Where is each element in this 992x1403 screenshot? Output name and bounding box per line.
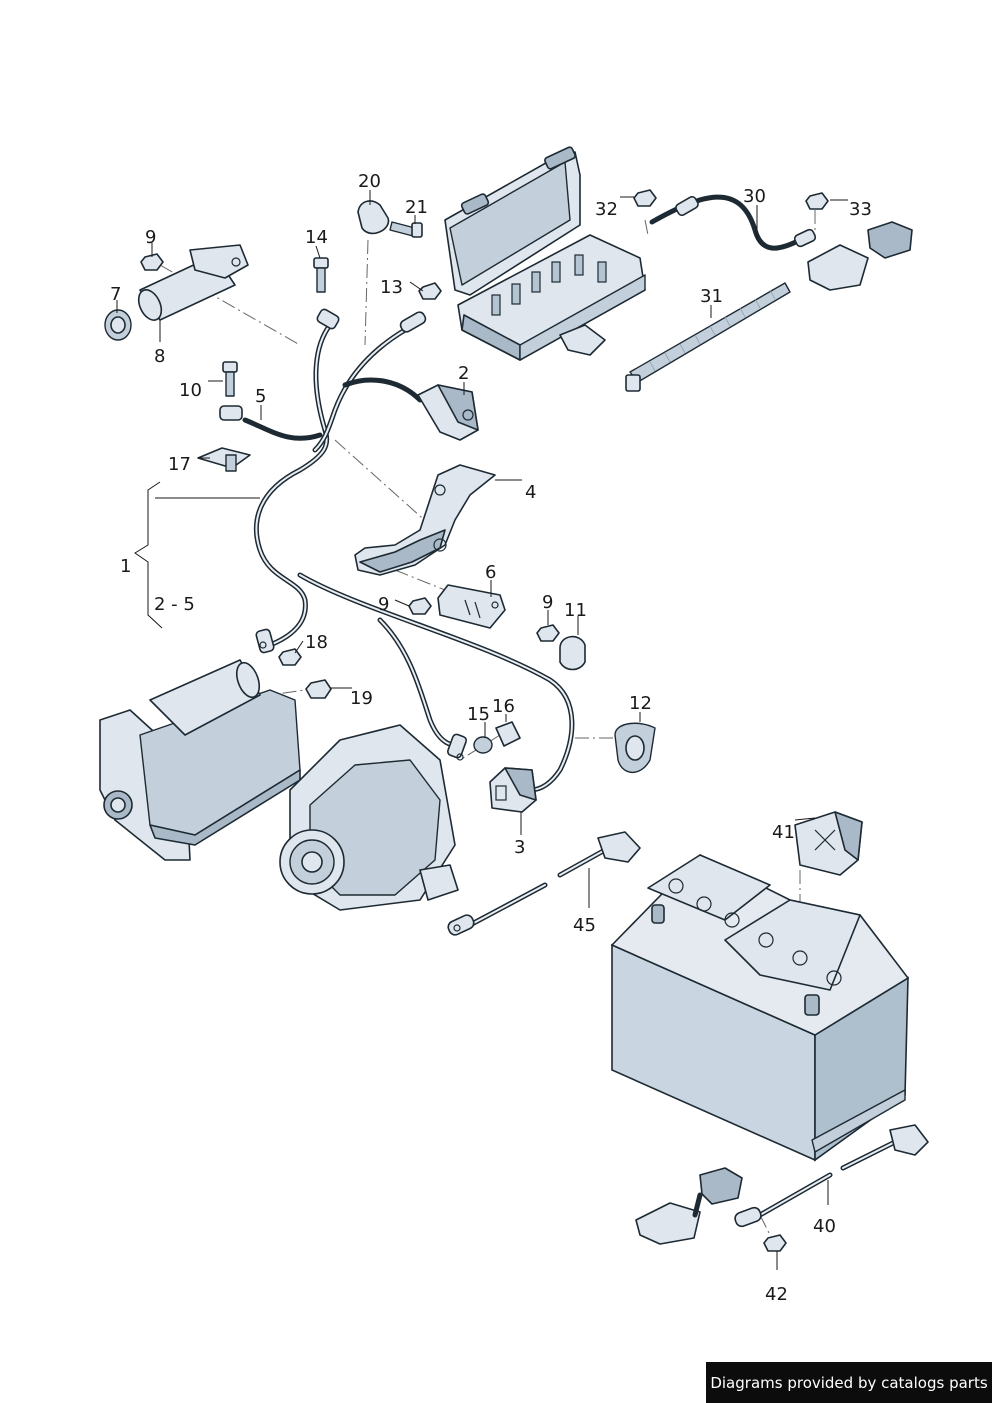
- callout-45: 45: [573, 915, 596, 936]
- ground-cable-part-30: [649, 194, 913, 291]
- battery-cable-part-45: [447, 831, 641, 936]
- callout-9c: 9: [542, 592, 553, 613]
- callout-7: 7: [110, 284, 121, 305]
- grommet-part-7: [104, 309, 132, 341]
- wiring-harness: [219, 308, 575, 793]
- callout-15: 15: [467, 704, 490, 725]
- nut-9b: [408, 597, 432, 615]
- nut-13: [418, 282, 442, 300]
- callout-40: 40: [813, 1216, 836, 1237]
- callout-14: 14: [305, 227, 328, 248]
- callout-19: 19: [350, 688, 373, 709]
- battery: [610, 854, 910, 1162]
- callout-1: 1: [120, 556, 131, 577]
- callout-30: 30: [743, 186, 766, 207]
- bracket-part-4: [354, 464, 496, 576]
- callout-42: 42: [765, 1284, 788, 1305]
- alternator: [279, 724, 459, 911]
- callout-20: 20: [358, 171, 381, 192]
- callout-16: 16: [492, 696, 515, 717]
- nut-32: [633, 189, 657, 207]
- connector-part-3: [489, 767, 537, 813]
- callout-6: 6: [485, 562, 496, 583]
- callout-33: 33: [849, 199, 872, 220]
- callout-5: 5: [255, 386, 266, 407]
- credit-banner: Diagrams provided by catalogs parts: [706, 1362, 992, 1403]
- battery-cable-part-40: [635, 1124, 929, 1245]
- callout-2: 2: [458, 363, 469, 384]
- sleeve-part-8: [137, 244, 249, 321]
- nut-19: [305, 679, 332, 699]
- callout-labels: 9 7 8 14 20 21 13 2 10 5 17 4 1 2 - 5 6 …: [110, 171, 872, 1305]
- callout-12: 12: [629, 693, 652, 714]
- fuse-box: [444, 146, 646, 361]
- callout-9: 9: [145, 227, 156, 248]
- starter-motor: [99, 659, 301, 861]
- callout-8: 8: [154, 346, 165, 367]
- callout-13: 13: [380, 277, 403, 298]
- terminal-cover-part-41: [794, 811, 863, 876]
- callout-17: 17: [168, 454, 191, 475]
- callout-18: 18: [305, 632, 328, 653]
- nut-18: [278, 648, 302, 666]
- cable-tie-part-31: [625, 282, 791, 392]
- callout-9b: 9: [378, 594, 389, 615]
- callout-31: 31: [700, 286, 723, 307]
- sensor-connector-part-2: [417, 384, 479, 441]
- callout-10: 10: [179, 380, 202, 401]
- leader-lines: [116, 190, 848, 1270]
- nut-9c: [536, 624, 560, 642]
- callout-11: 11: [564, 600, 587, 621]
- callout-4: 4: [525, 482, 536, 503]
- plate-part-6: [437, 584, 506, 629]
- credit-text: Diagrams provided by catalogs parts: [710, 1373, 988, 1392]
- callout-21: 21: [405, 197, 428, 218]
- callout-2-5: 2 - 5: [154, 594, 195, 615]
- nut-9a: [140, 253, 164, 271]
- callout-41: 41: [772, 822, 795, 843]
- nut-42: [763, 1234, 787, 1252]
- callout-3: 3: [514, 837, 525, 858]
- nut-33: [805, 192, 829, 210]
- callout-32: 32: [595, 199, 618, 220]
